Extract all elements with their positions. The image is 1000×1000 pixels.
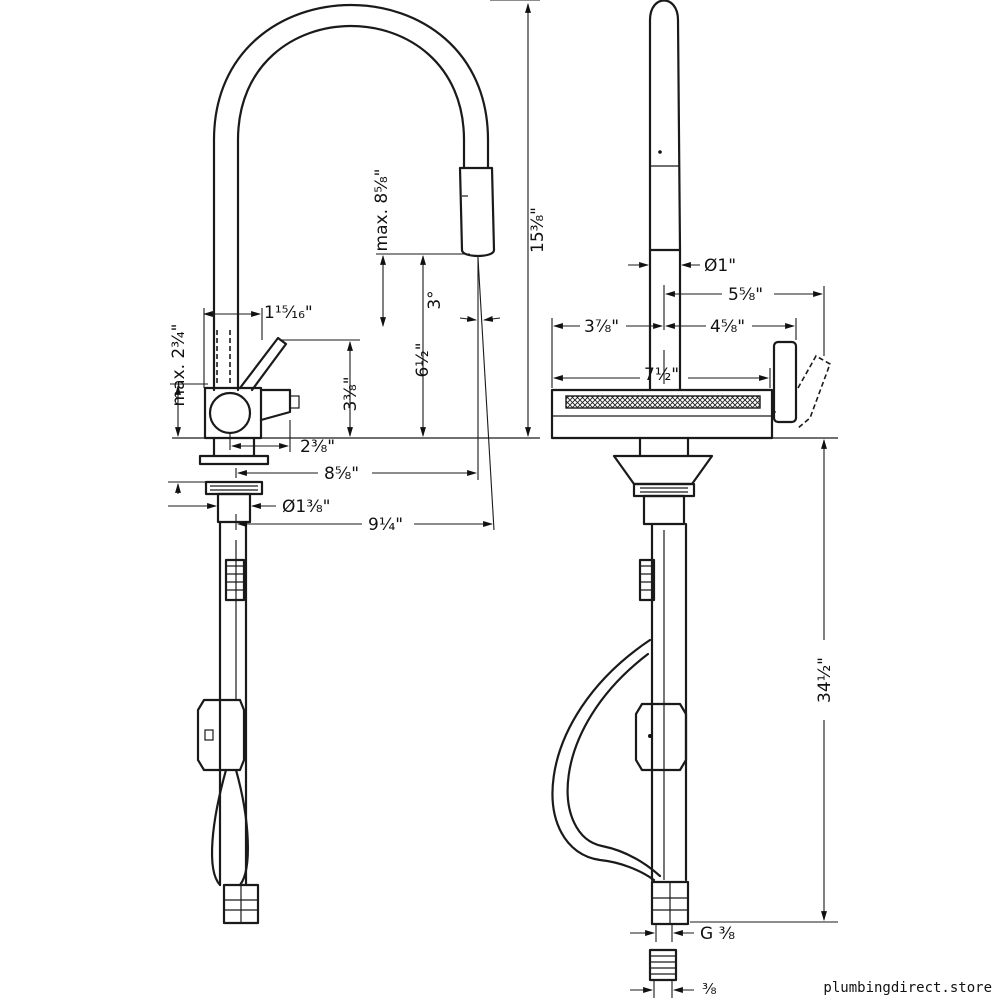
dim-spout-clearance-max: max. 8⁵⁄₈" bbox=[372, 169, 392, 252]
dim-spout-reach: 8⁵⁄₈" bbox=[324, 464, 359, 484]
mixer-body bbox=[203, 386, 263, 440]
dim-handle-height: 3³⁄₈" bbox=[341, 376, 361, 411]
cartridge-circle bbox=[208, 391, 252, 435]
dim-handle-offset: 2³⁄₈" bbox=[300, 437, 335, 457]
spout-inner bbox=[236, 24, 466, 392]
dim-offset-left: 3⁷⁄₈" bbox=[584, 317, 619, 337]
side-view: 15³⁄₈" max. 8⁵⁄₈" 6¹⁄₂" 3° 1¹⁵⁄₁₆" max. … bbox=[168, 0, 548, 925]
hose-loop bbox=[210, 768, 249, 887]
dim-connection-thread: G ³⁄₈ bbox=[700, 924, 735, 944]
dim-connection-size: ³⁄₈ bbox=[702, 980, 717, 998]
dim-offset-right: 4⁵⁄₈" bbox=[710, 317, 745, 337]
dim-spray-angle: 3° bbox=[425, 290, 445, 309]
front-hose-weight bbox=[634, 702, 688, 772]
front-hose-loop-inner bbox=[566, 652, 662, 878]
side-lever bbox=[772, 340, 798, 424]
front-view: Ø1" 5⁵⁄₈" 3⁷⁄₈" 4⁵⁄₈" 7¹⁄₂" 34¹⁄₂" G ³⁄₈ bbox=[550, 0, 838, 998]
dim-handle-height-max: max. 2³⁄₄" bbox=[169, 324, 189, 407]
grille bbox=[565, 395, 761, 409]
dim-reach-overall: 9¹⁄₄" bbox=[368, 515, 403, 535]
front-hose-loop-outer bbox=[551, 638, 656, 882]
spout-outer bbox=[212, 3, 490, 392]
mounting-shank bbox=[216, 492, 252, 524]
hose-connector bbox=[224, 558, 246, 602]
loose-fitting bbox=[648, 948, 678, 982]
watermark: plumbingdirect.store bbox=[823, 980, 992, 996]
dim-hose-length: 34¹⁄₂" bbox=[815, 657, 835, 703]
dim-base-width: 7¹⁄₂" bbox=[644, 365, 679, 385]
lever-handle bbox=[238, 336, 288, 392]
dim-spray-diameter: Ø1" bbox=[704, 256, 736, 276]
dim-handle-reach: 5⁵⁄₈" bbox=[728, 285, 763, 305]
dim-body-width: 1¹⁵⁄₁₆" bbox=[264, 303, 313, 323]
dim-hole-diameter: Ø1³⁄₈" bbox=[282, 497, 331, 517]
spray-head bbox=[458, 166, 496, 258]
front-base-plate bbox=[612, 454, 714, 486]
hose-weight bbox=[196, 698, 246, 772]
base-plate bbox=[198, 454, 270, 466]
dim-spout-clearance: 6¹⁄₂" bbox=[413, 342, 433, 377]
spout-front bbox=[648, 0, 682, 252]
dim-height-overall: 15³⁄₈" bbox=[528, 207, 548, 253]
